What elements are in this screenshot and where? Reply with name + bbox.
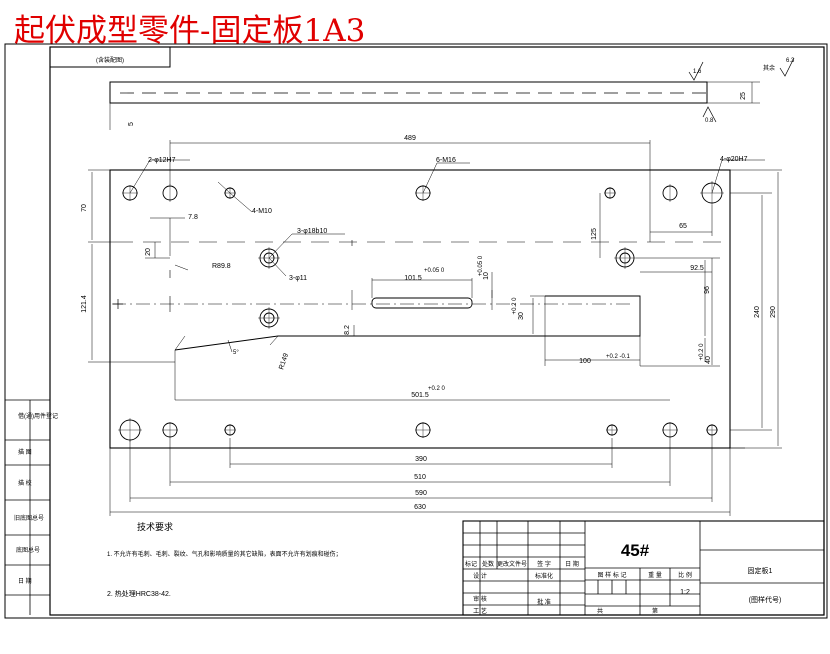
- dim-100-tol: +0.2 -0.1: [606, 354, 631, 360]
- side-view: [109, 81, 760, 130]
- side-label-6: 日 期: [18, 577, 32, 585]
- dim-101-5: 101.5: [404, 275, 422, 282]
- dim-510: 510: [414, 474, 426, 481]
- stamp-box: [49, 46, 171, 68]
- dim-240: 240: [754, 306, 761, 318]
- dim-r149: R149: [278, 352, 290, 370]
- tb-weight: 重 量: [648, 571, 662, 579]
- dim-65: 65: [679, 223, 687, 230]
- dim-501-5-tol: +0.2 0: [428, 386, 446, 392]
- finish-top: 1.6: [693, 69, 702, 75]
- notes-heading: 技术要求: [137, 521, 173, 533]
- tb-change-doc: 更改文件号: [497, 560, 527, 568]
- dim-70: 70: [81, 204, 88, 212]
- dim-5deg: 5°: [233, 350, 239, 356]
- tb-mark: 标记: [465, 560, 477, 568]
- finish-rest-value: 6.3: [786, 58, 795, 64]
- material-label: 45#: [621, 541, 650, 560]
- finish-rest-label: 其余: [763, 64, 775, 72]
- dim-590: 590: [415, 490, 427, 497]
- dim-30-tol: +0.2 0: [512, 297, 518, 315]
- dim-25: 25: [740, 92, 747, 100]
- callout-3-phi18: 3-φ18b10: [297, 228, 327, 235]
- dim-501-5: 501.5: [411, 392, 429, 399]
- dim-489: 489: [404, 135, 416, 142]
- dim-8-2: 8.2: [344, 325, 351, 335]
- dim-20: 20: [145, 248, 152, 256]
- callout-4-phi20: 4-φ20H7: [720, 156, 748, 163]
- tb-sign: 签 字: [537, 560, 551, 568]
- finish-bottom: 0.8: [705, 118, 714, 124]
- dim-100: 100: [579, 358, 591, 365]
- side-label-4: 旧底图总号: [14, 514, 44, 522]
- callout-2-phi12: 2-φ12H7: [148, 157, 176, 164]
- holes: [118, 181, 724, 442]
- dim-7-8: 7.8: [188, 214, 198, 221]
- dim-30: 30: [518, 312, 525, 320]
- dim-92-5: 92.5: [690, 265, 704, 272]
- side-label-2: 描 图: [18, 448, 32, 456]
- tb-stage: 图 样 标 记: [597, 571, 626, 579]
- tb-scale: 比 例: [678, 571, 692, 579]
- page-title: 起伏成型零件-固定板1A3: [14, 13, 366, 49]
- scale-value: 1:2: [680, 589, 690, 596]
- part-name: 固定板1: [748, 566, 773, 575]
- dim-125: 125: [591, 228, 598, 240]
- outer-border: [4, 43, 828, 619]
- tb-design: 设 计: [473, 572, 487, 580]
- dim-r89-8: R89.8: [212, 263, 231, 270]
- tb-date: 日 期: [565, 560, 579, 568]
- dim-10: 10: [483, 272, 490, 280]
- dim-40: 40: [705, 356, 712, 364]
- dim-10-tol: +0.05 0: [478, 255, 484, 276]
- tb-approve: 批 准: [537, 598, 551, 606]
- stamp-label: (含装配图): [96, 56, 124, 64]
- dimension-lines: [88, 140, 782, 516]
- callout-4-m10: 4-M10: [252, 208, 272, 215]
- callout-6-m16: 6-M16: [436, 157, 456, 164]
- side-label-5: 底图总号: [16, 546, 40, 554]
- tb-check: 审 核: [473, 595, 487, 603]
- dim-96: 96: [704, 286, 711, 294]
- drawing-code: (图样代号): [749, 595, 782, 604]
- inner-border: [49, 46, 825, 616]
- dim-630: 630: [414, 504, 426, 511]
- side-label-3: 描 校: [18, 479, 32, 487]
- dim-121-4: 121.4: [81, 295, 88, 313]
- notes-line-2: 2. 热处理HRC38-42.: [107, 589, 171, 598]
- side-label-column: [5, 399, 50, 615]
- dim-5: 5: [128, 122, 135, 126]
- dim-390: 390: [415, 456, 427, 463]
- plan-view-outline: [109, 169, 745, 449]
- notes-line-1: 1. 不允许有毛刺、毛刺、裂纹、气孔和影响质量的其它缺陷，表面不允许有划痕和碰伤…: [107, 550, 342, 558]
- title-block: [462, 520, 825, 616]
- dim-101-5-tol: +0.05 0: [424, 268, 445, 274]
- tb-count: 处数: [482, 560, 494, 568]
- tb-standard: 标准化: [535, 572, 553, 580]
- dim-40-tol: +0.2 0: [699, 343, 705, 361]
- tb-process: 工 艺: [473, 607, 487, 615]
- dim-290: 290: [770, 306, 777, 318]
- callout-3-phi11: 3-φ11: [289, 275, 307, 282]
- surface-finish-symbol: [688, 57, 795, 123]
- side-label-1: 借(通)用件登记: [18, 412, 58, 420]
- tb-sheet: 第: [652, 607, 658, 615]
- tb-sheets: 共: [597, 607, 603, 615]
